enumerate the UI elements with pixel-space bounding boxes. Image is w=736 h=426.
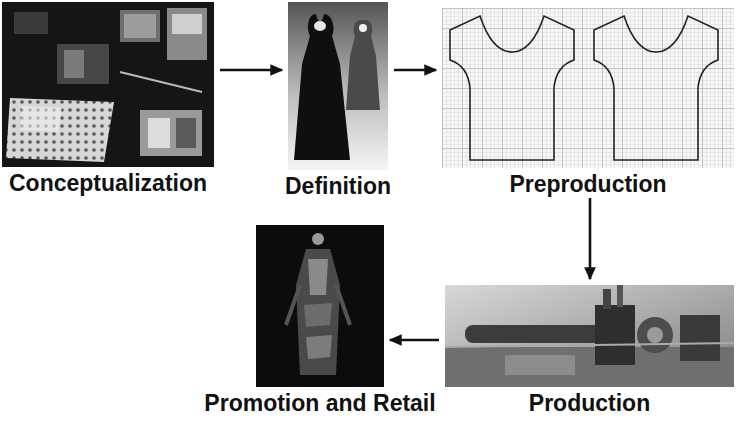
flow-arrow <box>390 339 439 342</box>
stage-image-box: Definition <box>288 2 388 170</box>
stage-image-box: Conceptualization <box>2 2 214 167</box>
dress-photo <box>288 2 388 170</box>
stage-image-box: Production <box>445 285 734 387</box>
stage-caption: Preproduction <box>505 171 670 198</box>
stage-caption: Conceptualization <box>5 170 211 197</box>
stage-caption: Production <box>525 390 654 417</box>
stage-caption: Promotion and Retail <box>200 390 439 417</box>
stage-image-box: Promotion and Retail <box>256 225 384 387</box>
flow-arrow <box>394 69 436 72</box>
stage-image-box: Preproduction <box>442 8 734 168</box>
flow-arrow <box>220 69 282 72</box>
mood-board-photo <box>2 2 214 167</box>
factory-photo <box>445 285 734 387</box>
stage-caption: Definition <box>281 173 395 200</box>
retail-photo <box>256 225 384 387</box>
pattern-draft <box>442 8 734 168</box>
